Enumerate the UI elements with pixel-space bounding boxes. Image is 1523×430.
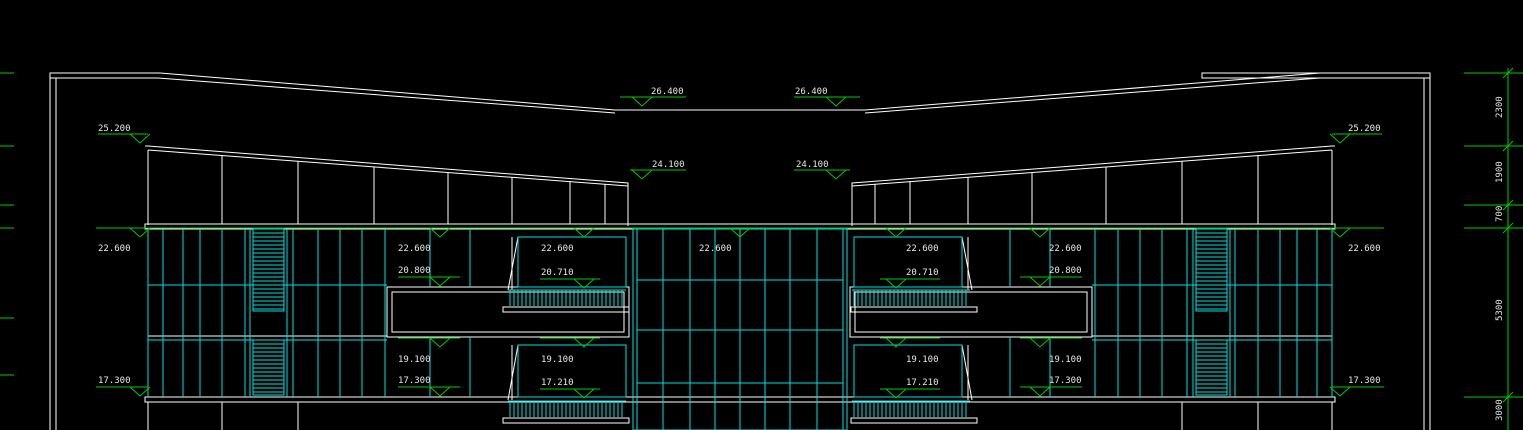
label-base-left: 17.300 bbox=[98, 376, 131, 386]
building-outline bbox=[49, 72, 1431, 430]
label-center-floor: 22.600 bbox=[699, 244, 732, 254]
label-bay-b2-mid: 17.210 bbox=[541, 378, 574, 388]
level-markers bbox=[96, 96, 1384, 399]
label-bay-b3-mid: 17.210 bbox=[906, 378, 939, 388]
label-upper-right-outer: 25.200 bbox=[1348, 124, 1381, 134]
dim-5300: 5300 bbox=[1495, 299, 1505, 321]
label-bay-a1-top: 22.600 bbox=[398, 244, 431, 254]
label-bay-a1-mid: 20.800 bbox=[398, 266, 431, 276]
label-bay-a2-top: 22.600 bbox=[541, 244, 574, 254]
dim-3000: 3000 bbox=[1495, 399, 1505, 421]
label-bay-a2-mid: 20.710 bbox=[541, 268, 574, 278]
label-floor-left: 22.600 bbox=[98, 244, 131, 254]
label-bay-a3-mid: 20.710 bbox=[906, 268, 939, 278]
balcony-railings bbox=[508, 289, 970, 417]
label-upper-left-inner: 24.100 bbox=[652, 160, 685, 170]
label-bay-b1-top: 19.100 bbox=[398, 355, 431, 365]
label-roof-right: 26.400 bbox=[795, 87, 828, 97]
label-bay-b3-top: 19.100 bbox=[906, 355, 939, 365]
label-bay-b1-mid: 17.300 bbox=[398, 376, 431, 386]
label-floor-right: 22.600 bbox=[1348, 244, 1381, 254]
curtain-wall-glazing bbox=[147, 228, 1333, 430]
label-bay-a4-top: 22.600 bbox=[1049, 244, 1082, 254]
label-bay-a3-top: 22.600 bbox=[906, 244, 939, 254]
left-margin-ticks bbox=[0, 72, 14, 376]
stair-treads bbox=[253, 232, 1227, 393]
label-bay-b4-top: 19.100 bbox=[1049, 355, 1082, 365]
label-bay-b4-mid: 17.300 bbox=[1049, 376, 1082, 386]
dimension-values: 2300 1900 700 5300 3000 bbox=[1495, 96, 1505, 421]
dimension-chain bbox=[1464, 67, 1523, 430]
dim-700: 700 bbox=[1495, 206, 1505, 222]
dim-2300: 2300 bbox=[1495, 96, 1505, 118]
label-bay-a4-mid: 20.800 bbox=[1049, 266, 1082, 276]
label-base-right: 17.300 bbox=[1348, 376, 1381, 386]
label-roof-left: 26.400 bbox=[651, 87, 684, 97]
label-upper-left-outer: 25.200 bbox=[98, 124, 131, 134]
label-upper-right-inner: 24.100 bbox=[796, 160, 829, 170]
dim-1900: 1900 bbox=[1495, 161, 1505, 183]
elevation-labels: 26.400 26.400 25.200 25.200 24.100 24.10… bbox=[98, 87, 1381, 388]
label-bay-b2-top: 19.100 bbox=[541, 355, 574, 365]
